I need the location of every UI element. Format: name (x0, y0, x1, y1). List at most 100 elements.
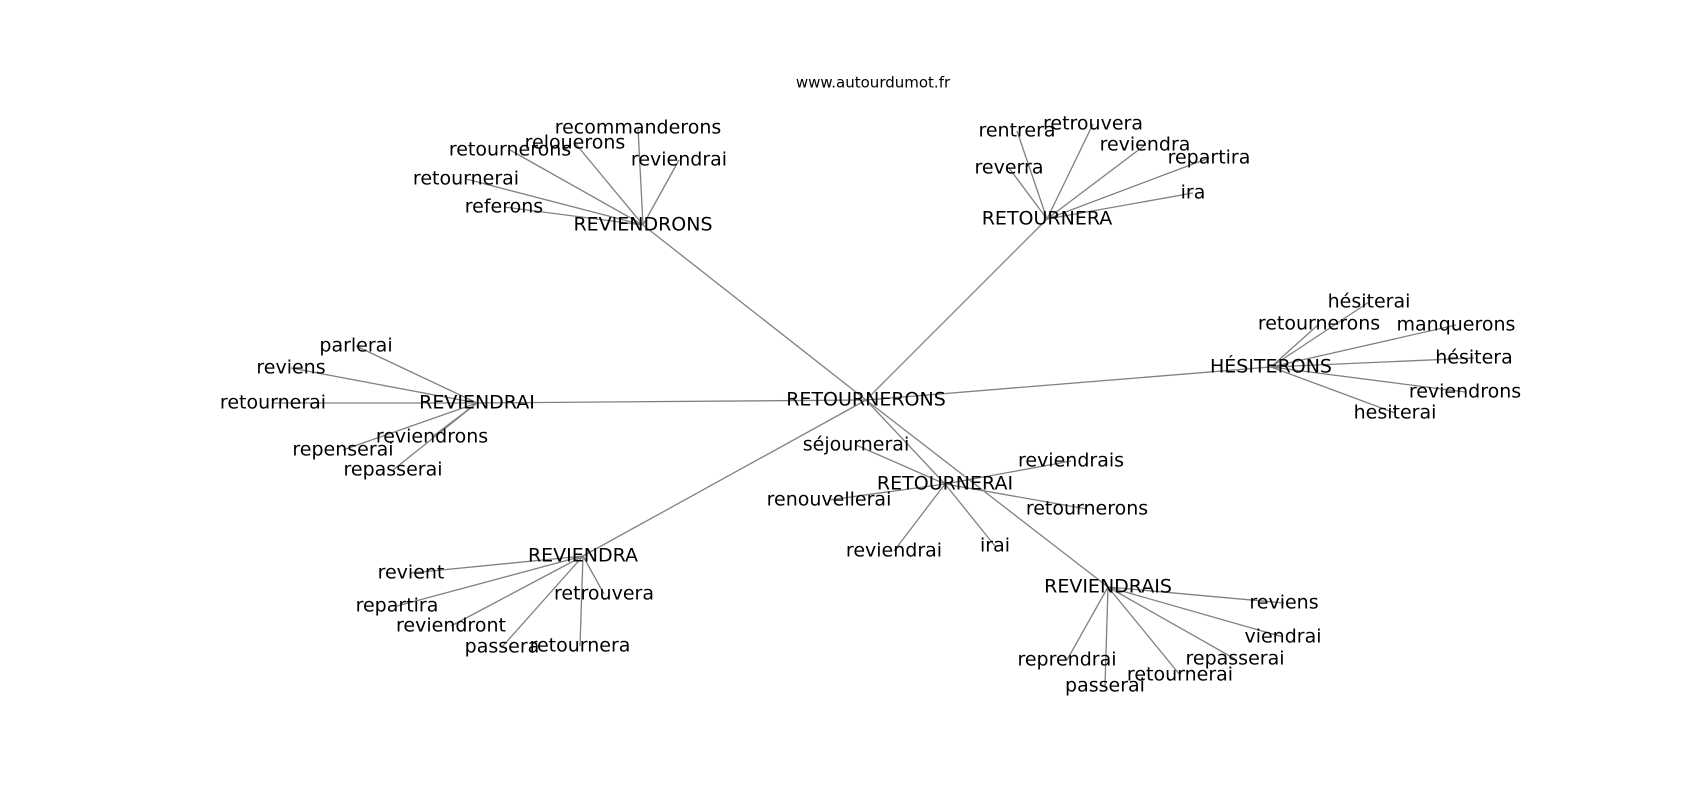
edge-hub-to-word (1107, 586, 1236, 660)
edge-hub-to-word (396, 555, 584, 607)
word-node[interactable]: reviendrai (846, 540, 942, 562)
edge-hub-to-word (944, 483, 996, 547)
word-node[interactable]: hésiterai (1328, 291, 1411, 313)
word-node[interactable]: reviendrons (376, 426, 488, 448)
word-node[interactable]: retournera (530, 635, 631, 657)
edge-hub-to-word (1046, 157, 1210, 220)
word-node[interactable]: retournerons (1258, 313, 1380, 335)
edge-hub-to-word (1104, 586, 1109, 687)
source-credit: www.autourdumot.fr (796, 74, 951, 92)
edge-center-to-hub (476, 399, 867, 404)
edge-hub-to-word (1270, 357, 1475, 368)
edge-hub-to-word (465, 178, 644, 226)
edge-hub-to-word (893, 483, 946, 552)
word-node[interactable]: revient (378, 562, 445, 584)
graph-edges (273, 123, 1475, 687)
edge-center-to-hub (865, 366, 1272, 401)
word-node[interactable]: hésitera (1435, 347, 1513, 369)
edge-hub-to-word (1008, 167, 1048, 220)
edge-hub-to-word (290, 367, 478, 404)
word-node[interactable]: retournerai (220, 392, 326, 414)
word-node[interactable]: rentrera (978, 120, 1055, 142)
edge-hub-to-word (944, 460, 1072, 485)
edge-hub-to-word (642, 159, 680, 226)
word-node[interactable]: reviens (1249, 592, 1318, 614)
word-node[interactable]: recommanderons (555, 117, 722, 139)
edge-hub-to-word (1270, 324, 1457, 368)
word-node[interactable]: retournerons (1026, 498, 1148, 520)
edge-hub-to-word (450, 555, 584, 627)
edge-hub-to-word (1270, 323, 1320, 368)
word-node[interactable]: repartira (356, 595, 439, 617)
edge-hub-to-word (855, 444, 946, 485)
edge-hub-to-word (410, 555, 584, 574)
word-node[interactable]: reprendrai (1017, 649, 1116, 671)
edge-hub-to-word (1107, 586, 1181, 676)
word-node[interactable]: reviendrais (1018, 450, 1124, 472)
edge-hub-to-word (579, 555, 584, 647)
word-node[interactable]: relouerons (525, 132, 626, 154)
hub-node[interactable]: RETOURNERA (982, 208, 1113, 230)
hub-node[interactable]: REVIENDRAIS (1044, 576, 1172, 598)
edge-hub-to-word (1107, 586, 1285, 604)
edge-hub-to-word (637, 127, 644, 226)
edge-hub-to-word (392, 402, 478, 471)
word-node[interactable]: retournerai (1127, 664, 1233, 686)
word-node[interactable]: referons (465, 196, 543, 218)
edge-hub-to-word (1270, 366, 1396, 414)
hub-node[interactable]: REVIENDRA (528, 545, 638, 567)
edge-hub-to-word (1066, 586, 1109, 661)
word-node[interactable]: passera (465, 636, 540, 658)
edge-hub-to-word (574, 142, 644, 226)
edge-hub-to-word (1016, 130, 1048, 220)
word-node[interactable]: retrouvera (554, 583, 654, 605)
edge-hub-to-word (503, 206, 644, 226)
edge-hub-to-word (1046, 192, 1194, 220)
word-node[interactable]: repasserai (1185, 648, 1284, 670)
hub-node[interactable]: REVIENDRONS (573, 214, 712, 236)
word-node[interactable]: viendrai (1244, 626, 1321, 648)
word-node[interactable]: passerai (1065, 675, 1145, 697)
edge-hub-to-word (1270, 301, 1370, 368)
edge-hub-to-word (509, 149, 644, 226)
word-node[interactable]: retournerons (449, 139, 571, 161)
edge-center-to-hub (865, 218, 1048, 401)
word-node[interactable]: reviendrai (631, 149, 727, 171)
edge-hub-to-word (828, 483, 946, 501)
hub-node[interactable]: RETOURNERAI (877, 473, 1013, 495)
edge-hub-to-word (1046, 144, 1146, 220)
word-node[interactable]: hesiterai (1354, 402, 1437, 424)
word-node[interactable]: ira (1181, 182, 1206, 204)
edge-hub-to-word (342, 402, 478, 451)
word-node[interactable]: reviendra (1100, 134, 1191, 156)
word-node[interactable]: séjournerai (803, 434, 909, 456)
edge-center-to-hub (582, 399, 867, 557)
word-node[interactable]: repenserai (292, 439, 393, 461)
edge-hub-to-word (501, 555, 584, 648)
center-node[interactable]: RETOURNERONS (786, 389, 946, 411)
word-node[interactable]: manquerons (1397, 314, 1516, 336)
edge-hub-to-word (1107, 586, 1284, 638)
word-node[interactable]: reviendrons (1409, 381, 1521, 403)
hub-node[interactable]: REVIENDRAI (419, 392, 535, 414)
word-node[interactable]: reviens (256, 357, 325, 379)
edge-center-to-hub (642, 224, 867, 401)
edge-center-to-hub (865, 399, 946, 485)
edge-hub-to-word (355, 345, 478, 404)
edge-center-to-hub (865, 399, 1109, 588)
word-node[interactable]: retournerai (413, 168, 519, 190)
hub-node[interactable]: HÉSITERONS (1210, 355, 1332, 378)
word-node[interactable]: renouvellerai (767, 489, 892, 511)
word-node[interactable]: reverra (975, 157, 1044, 179)
word-node[interactable]: irai (980, 535, 1010, 557)
word-node[interactable]: retrouvera (1043, 113, 1143, 135)
edge-hub-to-word (1270, 366, 1466, 393)
word-node[interactable]: repartira (1168, 147, 1251, 169)
graph-labels: RETOURNERONS recommanderonsreloueronsret… (220, 113, 1521, 697)
word-node[interactable]: repasserai (343, 459, 442, 481)
edge-hub-to-word (582, 555, 605, 595)
edge-hub-to-word (944, 483, 1088, 510)
word-node[interactable]: reviendront (396, 615, 506, 637)
word-node[interactable]: parlerai (319, 335, 392, 357)
